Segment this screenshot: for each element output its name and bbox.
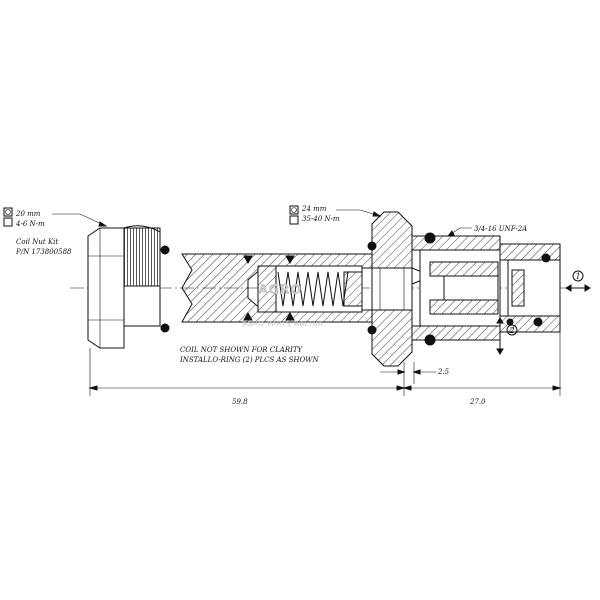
port-2-label: 2 bbox=[509, 326, 515, 335]
port-2-flow-arrow: 2 bbox=[496, 317, 518, 355]
coil-nut-pn-text: P/N 173800588 bbox=[15, 248, 72, 256]
body-size-text: 24 mm bbox=[301, 205, 327, 213]
o-ring-right-5 bbox=[506, 318, 514, 326]
port-1-label: 1 bbox=[576, 272, 581, 281]
watermark-text: AGRO PARTS BALTIJA bbox=[242, 320, 323, 328]
coil-nut bbox=[87, 225, 161, 349]
note-installo-ring: INSTALLO-RING (2) PLCS AS SHOWN bbox=[179, 356, 319, 364]
o-ring-right-1 bbox=[424, 232, 436, 244]
dim-small-gap: 2.5 bbox=[437, 368, 450, 376]
seal-marker-2 bbox=[243, 311, 253, 321]
coil-nut-torque-text: 4-6 N-m bbox=[15, 220, 45, 228]
o-ring-center-bottom bbox=[367, 325, 377, 335]
dim-overall-right: 27.0 bbox=[469, 398, 486, 406]
seal-marker-3 bbox=[285, 255, 295, 265]
seal-marker-4 bbox=[285, 311, 295, 321]
o-ring-right-3 bbox=[541, 253, 551, 263]
thread-text: 3/4-16 UNF-2A bbox=[474, 225, 527, 233]
o-ring-left-top bbox=[160, 245, 170, 255]
o-ring-right-4 bbox=[533, 317, 543, 327]
dim-overall-left: 59.8 bbox=[232, 398, 248, 406]
coil-nut-callout: 20 mm 4-6 N-m Coil Nut Kit P/N 173800588 bbox=[3, 207, 108, 256]
watermark-logo: AGRO bbox=[258, 283, 302, 298]
body-hex bbox=[371, 211, 434, 367]
seal-marker-1 bbox=[243, 255, 253, 265]
coil-nut-size-text: 20 mm bbox=[15, 210, 41, 218]
spring-chamber bbox=[257, 265, 363, 313]
port-1-flow-arrow: 1 bbox=[565, 270, 591, 292]
body-torque-text: 35-40 N-m bbox=[302, 215, 340, 223]
o-ring-center-top bbox=[367, 241, 377, 251]
note-coil-not-shown: COIL NOT SHOWN FOR CLARITY bbox=[180, 346, 304, 354]
dimension-lines bbox=[88, 332, 562, 396]
body-torque-callout: 24 mm 35-40 N-m bbox=[289, 205, 382, 225]
coil-nut-kit-text: Coil Nut Kit bbox=[16, 238, 58, 246]
o-ring-right-2 bbox=[424, 334, 436, 346]
o-ring-left-bottom bbox=[160, 323, 170, 333]
thread-callout: 3/4-16 UNF-2A bbox=[446, 225, 527, 237]
